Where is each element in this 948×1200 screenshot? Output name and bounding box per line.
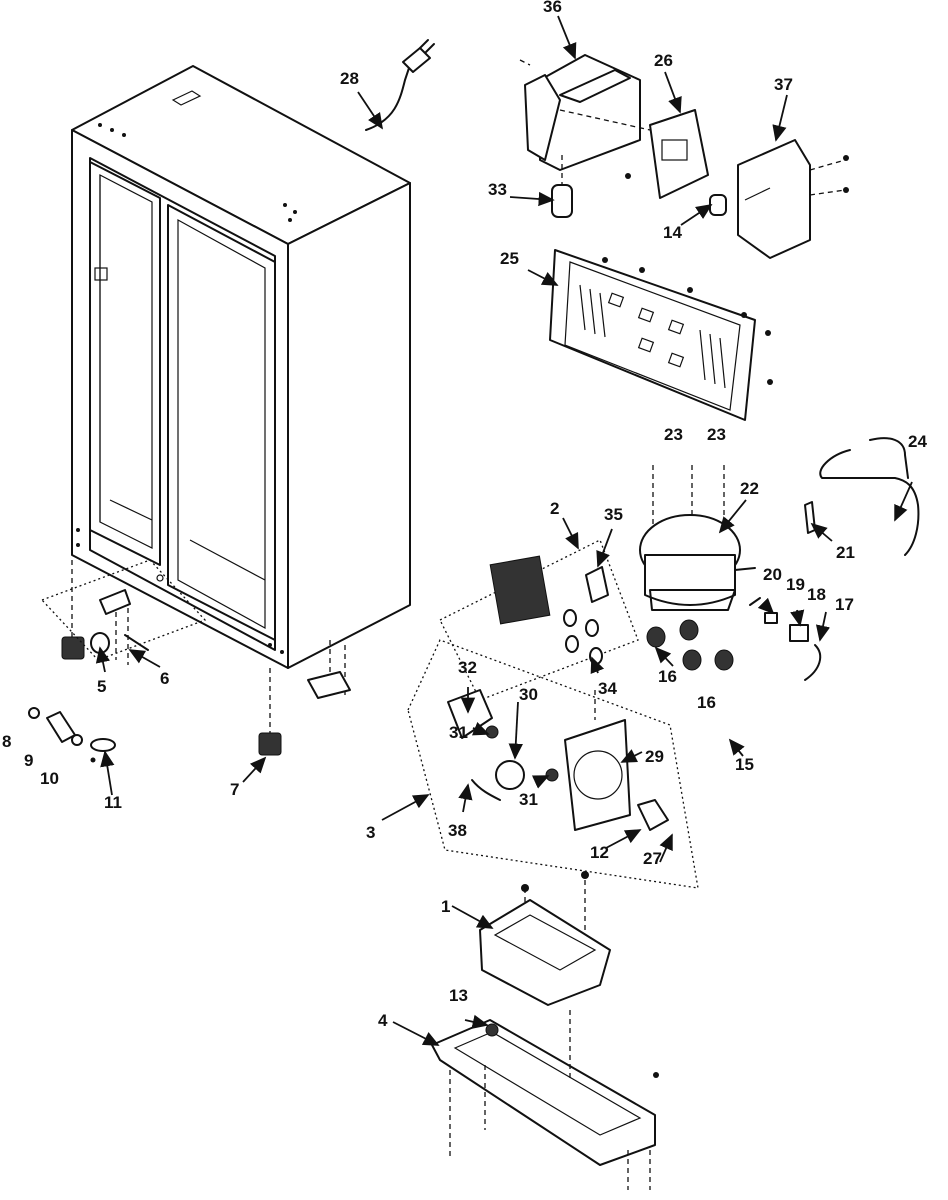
callout-28: 28 [340,69,359,88]
callout-19: 19 [786,575,805,594]
callout-13: 13 [449,986,468,1005]
callout-7: 7 [230,780,239,799]
callout-31a: 31 [449,723,468,742]
callout-30: 30 [519,685,538,704]
callout-23b: 23 [707,425,726,444]
refrigerator-cabinet [71,65,411,669]
callout-29: 29 [645,747,664,766]
callout-24: 24 [908,432,927,451]
callout-23a: 23 [664,425,683,444]
callout-10: 10 [40,769,59,788]
callout-2: 2 [550,499,559,518]
callout-32: 32 [458,658,477,677]
callout-9: 9 [24,751,33,770]
fan-motor-group [407,639,699,889]
callout-16b: 16 [697,693,716,712]
callout-20: 20 [763,565,782,584]
callout-5: 5 [97,677,106,696]
callout-labels: 1 2 3 4 5 6 7 11 8 9 10 12 13 14 15 16 1… [2,0,927,1030]
compressor-assembly [639,437,920,681]
callout-33: 33 [488,180,507,199]
water-fittings [28,707,116,763]
callout-14: 14 [663,223,682,242]
control-box [519,54,849,259]
callout-17: 17 [835,595,854,614]
callout-16a: 16 [658,667,677,686]
callout-12: 12 [590,843,609,862]
callout-25: 25 [500,249,519,268]
callout-36: 36 [543,0,562,16]
callout-27: 27 [643,849,662,868]
callout-8: 8 [2,732,11,751]
callout-31b: 31 [519,790,538,809]
power-cord [365,39,435,131]
callout-leaders [95,15,913,1046]
callout-22: 22 [740,479,759,498]
back-cover-plate [549,249,773,421]
callout-15: 15 [735,755,754,774]
callout-26: 26 [654,51,673,70]
leveling-feet [40,559,351,756]
callout-35: 35 [604,505,623,524]
callout-6: 6 [160,669,169,688]
callout-4: 4 [378,1011,388,1030]
condenser-group [439,539,639,701]
callout-11: 11 [104,793,122,812]
callout-38: 38 [448,821,467,840]
base-assembly [431,871,659,1190]
callout-3: 3 [366,823,375,842]
callout-37: 37 [774,75,793,94]
callout-1: 1 [441,897,450,916]
callout-34: 34 [598,679,617,698]
callout-21: 21 [836,543,855,562]
callout-18: 18 [807,585,826,604]
